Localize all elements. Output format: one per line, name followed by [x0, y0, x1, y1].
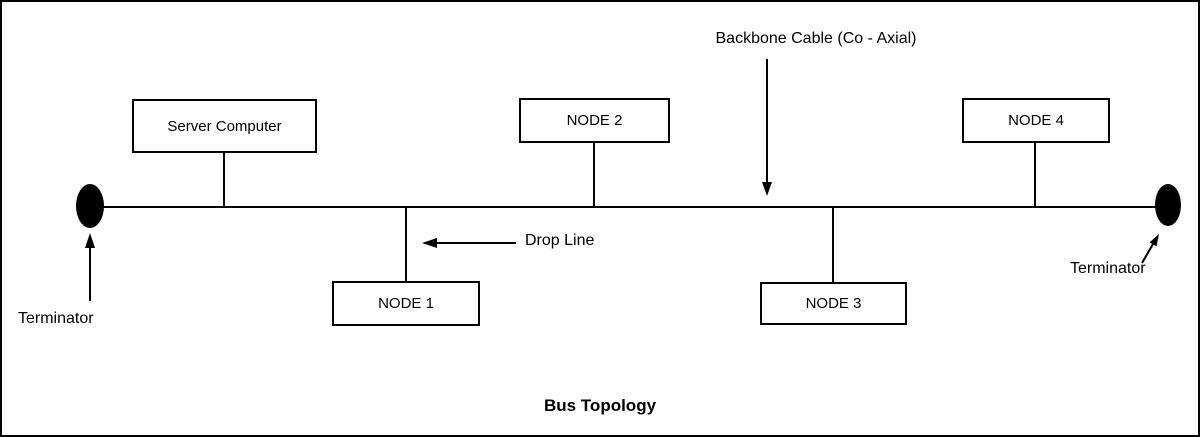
node2-box: NODE 2: [519, 98, 670, 143]
drop-line-arrow-head: [422, 238, 437, 248]
node4-label: NODE 4: [1008, 112, 1064, 129]
node4-box: NODE 4: [962, 98, 1110, 143]
node1-label: NODE 1: [378, 295, 434, 312]
terminator-right-arrow-head: [1149, 234, 1159, 247]
diagram-title: Bus Topology: [543, 396, 657, 415]
terminator-left-arrow-head: [85, 233, 95, 248]
terminator-left-label: Terminator: [18, 310, 94, 327]
terminator-right-label: Terminator: [1070, 260, 1146, 277]
drop-line-label: Drop Line: [525, 232, 595, 249]
backbone-arrow-head: [762, 182, 772, 196]
node1-box: NODE 1: [332, 281, 480, 326]
terminator-right-shape: [1155, 184, 1181, 226]
server-computer-label: Server Computer: [167, 117, 282, 135]
terminator-right-arrow-line: [1141, 243, 1154, 264]
backbone-cable-label-wrap: Backbone Cable (Co - Axial): [666, 30, 966, 48]
node3-box: NODE 3: [760, 282, 907, 325]
node3-label: NODE 3: [805, 295, 862, 312]
server-computer-box: Server Computer: [132, 99, 317, 153]
node2-label: NODE 2: [566, 112, 623, 129]
terminator-left-shape: [76, 184, 104, 228]
backbone-cable-label: Backbone Cable (Co - Axial): [715, 30, 917, 47]
